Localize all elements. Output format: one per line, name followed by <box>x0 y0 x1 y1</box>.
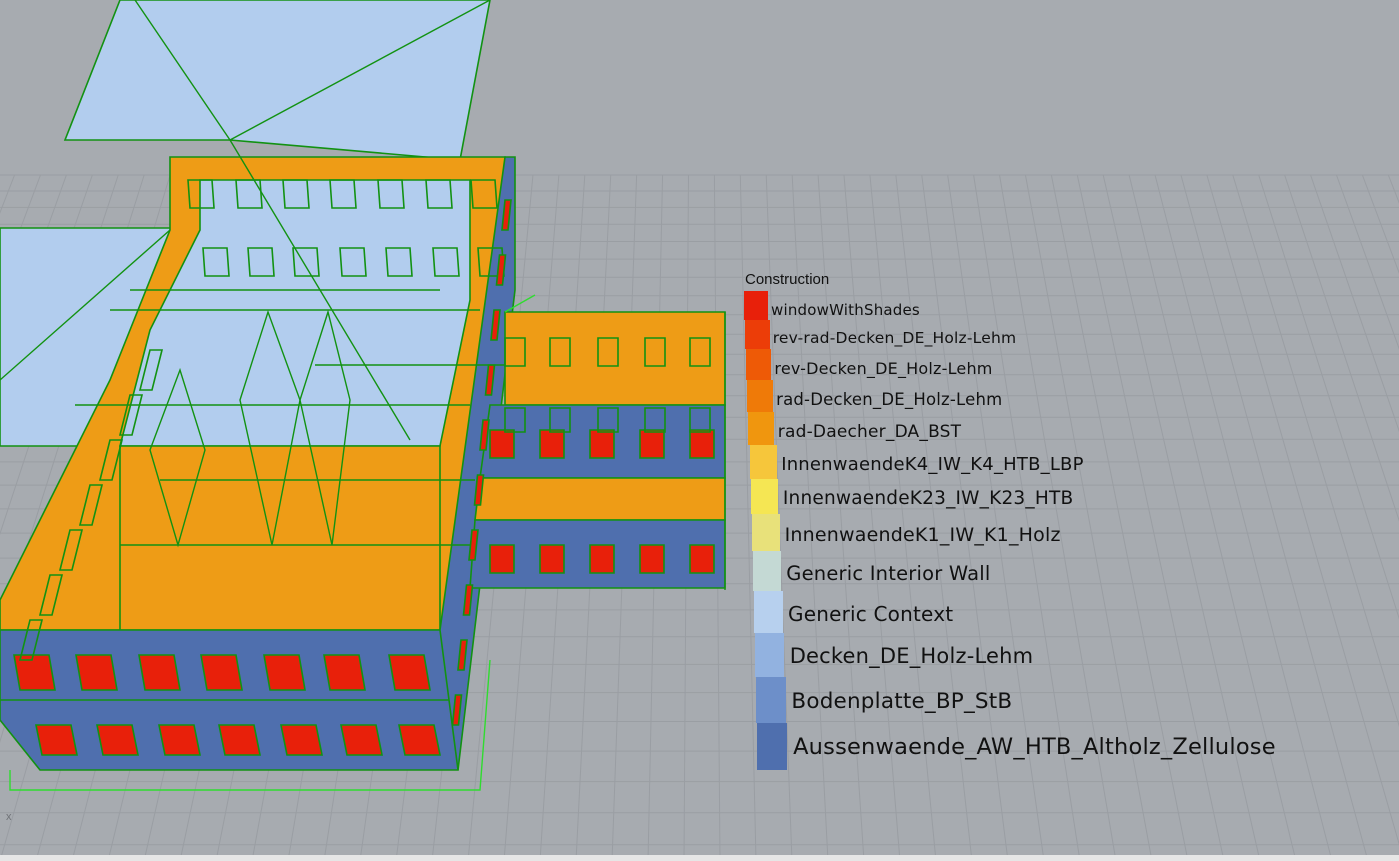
window-red <box>323 654 366 691</box>
window-red <box>689 544 715 574</box>
legend-item-label: rad-Daecher_DA_BST <box>777 421 962 442</box>
axis-label: x <box>6 811 12 823</box>
legend-item-label: InnenwaendeK23_IW_K23_HTB <box>782 488 1074 509</box>
window-outline <box>282 179 310 209</box>
window-red <box>501 199 512 231</box>
window-outline <box>689 407 711 433</box>
legend-swatch <box>744 291 768 320</box>
legend-item-label: Bodenplatte_BP_StB <box>791 688 1013 714</box>
window-red <box>490 309 501 341</box>
window-red <box>495 254 507 286</box>
legend-swatch <box>750 445 777 479</box>
window-outline <box>377 179 405 209</box>
legend-swatch <box>747 380 773 412</box>
window-outline <box>118 394 144 436</box>
legend-item-label: InnenwaendeK4_IW_K4_HTB_LBP <box>781 454 1084 475</box>
window-red <box>158 724 201 756</box>
legend-item-label: windowWithShades <box>771 300 920 319</box>
window-red <box>639 544 665 574</box>
window-outline <box>339 247 367 277</box>
window-outline <box>138 349 164 391</box>
window-outline <box>78 484 104 526</box>
window-red <box>35 724 78 756</box>
window-outline <box>644 337 666 367</box>
window-red <box>138 654 181 691</box>
legend-item-label: InnenwaendeK1_IW_K1_Holz <box>784 523 1061 546</box>
legend-item-label: rev-Decken_DE_Holz-Lehm <box>774 358 993 378</box>
window-red <box>13 654 56 691</box>
legend-swatch <box>745 320 770 349</box>
window-outline <box>504 407 526 433</box>
legend-swatch <box>746 349 771 380</box>
legend-item-label: Generic Context <box>788 602 954 626</box>
window-outline <box>432 247 460 277</box>
window-red <box>96 724 139 756</box>
legend-swatch <box>748 412 774 445</box>
window-red <box>589 544 615 574</box>
legend-swatch <box>757 723 787 770</box>
window-red <box>218 724 261 756</box>
interior-wireframe <box>0 0 726 791</box>
window-outline <box>504 337 526 367</box>
window-red <box>689 429 715 459</box>
window-outline <box>247 247 275 277</box>
legend-swatch <box>753 551 781 591</box>
window-red <box>398 724 441 756</box>
window-red <box>75 654 118 691</box>
window-outline <box>187 179 215 209</box>
legend-swatch <box>755 633 784 677</box>
window-red <box>539 429 565 459</box>
window-outline <box>329 179 357 209</box>
window-red <box>539 544 565 574</box>
window-red <box>489 544 515 574</box>
window-red <box>473 474 485 506</box>
legend-item-label: rev-rad-Decken_DE_Holz-Lehm <box>772 329 1017 347</box>
window-outline <box>202 247 230 277</box>
window-red <box>479 419 490 451</box>
window-outline <box>98 439 124 481</box>
legend-swatch <box>751 479 778 514</box>
window-group <box>13 179 715 756</box>
window-red <box>388 654 431 691</box>
window-outline <box>292 247 320 277</box>
window-outline <box>597 337 619 367</box>
legend-title: Construction <box>745 271 830 288</box>
window-red <box>468 529 479 561</box>
viewport-bottom-border <box>0 855 1399 861</box>
window-red <box>489 429 515 459</box>
window-red <box>451 694 463 726</box>
window-outline <box>644 407 666 433</box>
window-outline <box>18 619 44 661</box>
window-outline <box>58 529 84 571</box>
window-outline <box>235 179 263 209</box>
legend-swatch <box>756 677 786 723</box>
window-outline <box>597 407 619 433</box>
window-outline <box>470 179 498 209</box>
window-red <box>589 429 615 459</box>
window-red <box>200 654 243 691</box>
window-outline <box>385 247 413 277</box>
window-outline <box>38 574 64 616</box>
legend-item-label: Aussenwaende_AW_HTB_Altholz_Zellulose <box>793 734 1276 760</box>
legend-item-label: Generic Interior Wall <box>786 561 991 585</box>
window-red <box>340 724 383 756</box>
legend-color-bar <box>744 291 789 771</box>
window-outline <box>425 179 453 209</box>
legend-swatch <box>754 591 783 633</box>
window-red <box>639 429 665 459</box>
legend-item-label: rad-Decken_DE_Holz-Lehm <box>776 389 1003 409</box>
window-outline <box>689 337 711 367</box>
window-outline <box>549 407 571 433</box>
legend-swatch <box>752 514 780 551</box>
window-red <box>457 639 468 671</box>
legend-item-label: Decken_DE_Holz-Lehm <box>789 644 1034 668</box>
window-red <box>280 724 323 756</box>
window-red <box>462 584 474 616</box>
window-red <box>263 654 306 691</box>
window-outline <box>549 337 571 367</box>
